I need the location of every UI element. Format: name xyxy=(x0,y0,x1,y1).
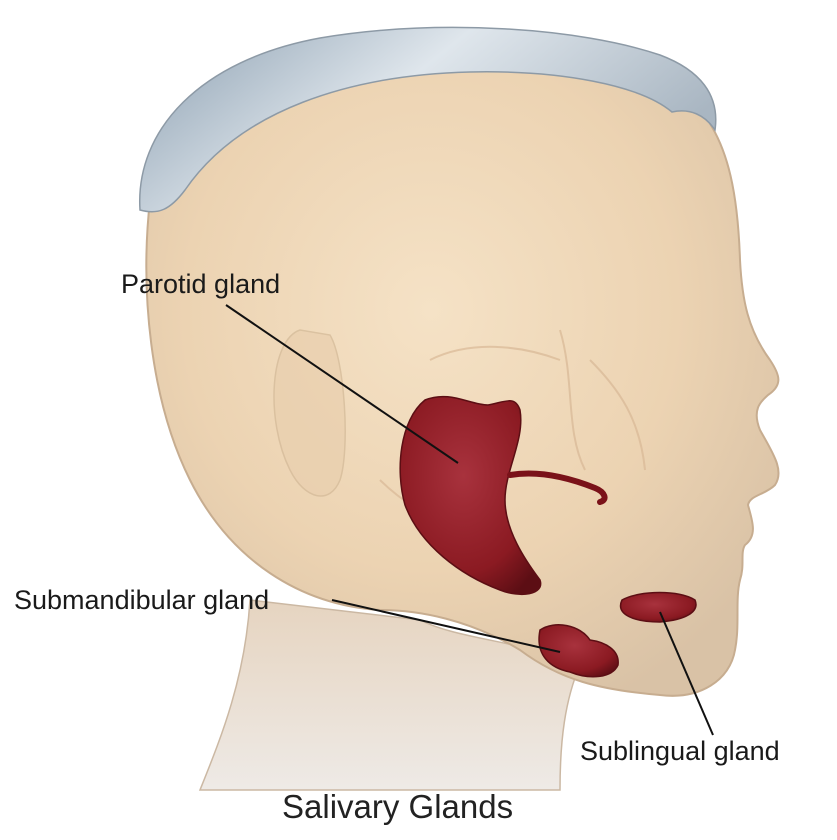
parotid-gland-label: Parotid gland xyxy=(121,271,280,298)
sublingual-gland-label: Sublingual gland xyxy=(580,738,780,765)
submandibular-gland-label: Submandibular gland xyxy=(14,587,269,614)
sublingual-gland xyxy=(621,593,696,623)
figure-title: Salivary Glands xyxy=(282,790,513,823)
